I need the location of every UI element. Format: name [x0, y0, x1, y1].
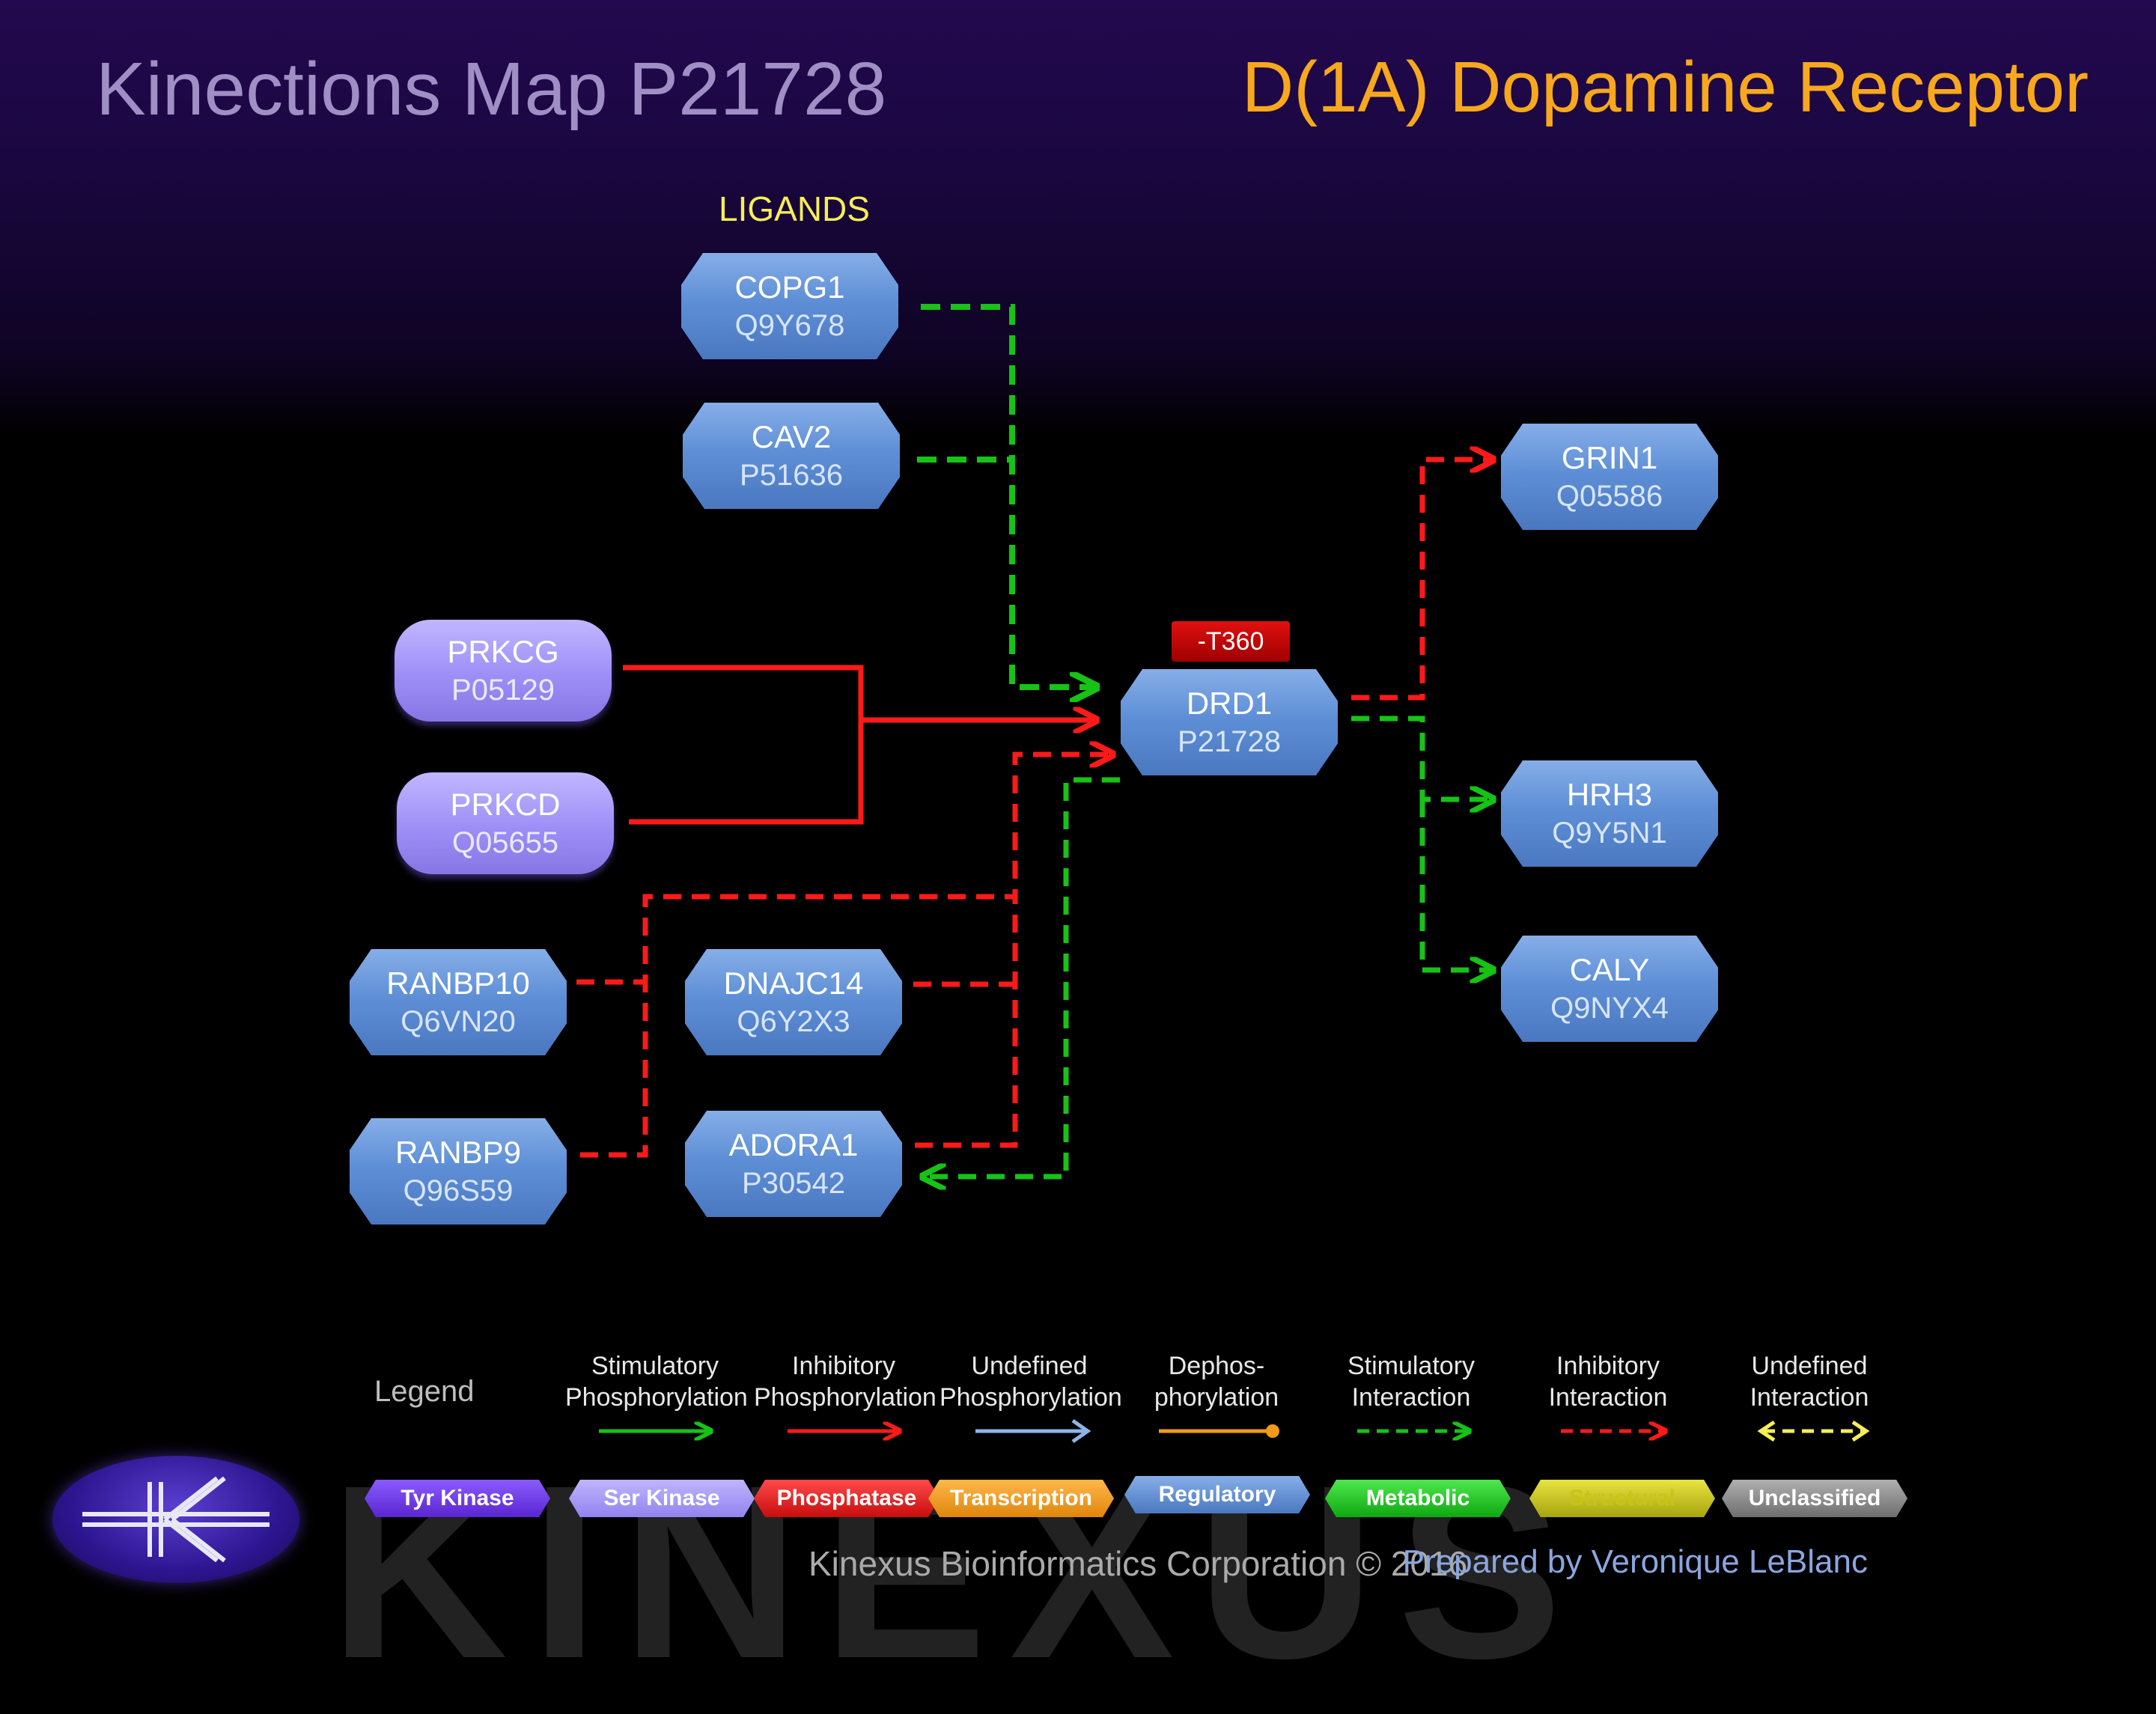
node-ranbp9[interactable]: RANBP9 Q96S59: [350, 1118, 567, 1224]
node-accession: P30542: [742, 1167, 845, 1200]
legend-dephos-label: Dephos- phorylation: [1127, 1350, 1306, 1413]
node-caly[interactable]: CALY Q9NYX4: [1501, 936, 1718, 1042]
node-ranbp10[interactable]: RANBP10 Q6VN20: [350, 949, 567, 1055]
legend-line2: Interaction: [1351, 1383, 1471, 1412]
footer-prepared-by: Prepared by Veronique LeBlanc: [1402, 1543, 1868, 1580]
legend-line2: phorylation: [1154, 1383, 1279, 1412]
legend-cat-transcription: Transcription: [928, 1480, 1114, 1517]
protein-title: D(1A) Dopamine Receptor: [1241, 47, 2089, 127]
node-prkcg[interactable]: PRKCG P05129: [395, 620, 612, 722]
node-name: DNAJC14: [723, 966, 864, 1001]
legend-line1: Undefined: [1751, 1352, 1868, 1380]
legend-line1: Stimulatory: [591, 1352, 719, 1380]
node-name: GRIN1: [1561, 440, 1658, 475]
legend-cat-ser-kinase: Ser Kinase: [569, 1480, 755, 1517]
legend-inhib-phos-label: Inhibitory Phosphorylation: [754, 1350, 937, 1413]
legend-inhib-int-label: Inhibitory Interaction: [1518, 1350, 1698, 1413]
legend-line1: Dephos-: [1168, 1352, 1265, 1380]
footer-corporation: Kinexus Bioinformatics Corporation © 201…: [808, 1544, 1468, 1583]
legend-arrowhead-undef-phos: [1071, 1418, 1091, 1444]
edge-prkcd-drd1: [629, 720, 864, 825]
legend-line1: Inhibitory: [1556, 1352, 1660, 1380]
legend-line1: Stimulatory: [1347, 1352, 1476, 1380]
legend-undef-int-label: Undefined Interaction: [1720, 1350, 1899, 1413]
node-name: RANBP9: [395, 1135, 522, 1170]
node-name: RANBP10: [386, 966, 530, 1001]
node-accession: Q9Y5N1: [1552, 817, 1667, 850]
legend-stim-int-label: Stimulatory Interaction: [1321, 1350, 1501, 1413]
node-name: CALY: [1569, 952, 1650, 987]
node-accession: Q9NYX4: [1550, 992, 1669, 1025]
node-accession: Q05655: [451, 826, 559, 859]
edge-adora1-drd1: [915, 897, 1018, 1148]
node-name: DRD1: [1186, 686, 1273, 721]
phosphosite-badge[interactable]: -T360: [1172, 621, 1290, 662]
legend-undef-phos-label: Undefined Phosphorylation: [940, 1350, 1122, 1413]
node-accession: Q05586: [1556, 480, 1663, 513]
node-accession: Q96S59: [403, 1174, 514, 1207]
edge-drd1-adora1: [922, 777, 1120, 1177]
node-prkcd[interactable]: PRKCD Q05655: [397, 772, 614, 874]
node-accession: P21728: [1178, 725, 1281, 758]
legend-label: Legend: [374, 1375, 475, 1408]
node-name: PRKCD: [450, 787, 561, 822]
map-title: Kinections Map P21728: [96, 47, 887, 131]
edge-drd1-hrh3: [1351, 716, 1493, 799]
legend-dot-dephos: [1266, 1424, 1279, 1438]
node-name: PRKCG: [447, 634, 559, 669]
node-accession: P51636: [740, 459, 843, 492]
legend-line2: Interaction: [1750, 1383, 1869, 1412]
node-name: ADORA1: [728, 1127, 859, 1162]
legend-arrowhead-undef-int-right: [1851, 1420, 1870, 1442]
node-drd1[interactable]: DRD1 P21728: [1121, 669, 1338, 775]
node-dnajc14[interactable]: DNAJC14 Q6Y2X3: [685, 949, 902, 1055]
edge-prkcg-drd1: [623, 665, 1097, 720]
legend-cat-tyr-kinase: Tyr Kinase: [365, 1480, 550, 1517]
node-name: HRH3: [1566, 777, 1653, 812]
legend-stim-phos-label: Stimulatory Phosphorylation: [565, 1350, 748, 1413]
node-accession: Q9Y678: [734, 309, 845, 342]
legend-arrowhead-undef-int-left: [1757, 1420, 1776, 1442]
legend-line2: Interaction: [1548, 1383, 1668, 1412]
legend-cat-phosphatase: Phosphatase: [754, 1480, 940, 1517]
edge-copg1-drd1: [921, 304, 1097, 687]
legend-line1: Undefined: [971, 1352, 1088, 1380]
node-cav2[interactable]: CAV2 P51636: [683, 403, 900, 509]
node-name: CAV2: [751, 419, 832, 454]
node-grin1[interactable]: GRIN1 Q05586: [1501, 424, 1718, 530]
node-accession: Q6Y2X3: [737, 1005, 850, 1038]
edges-layer: [576, 304, 1870, 1444]
node-copg1[interactable]: COPG1 Q9Y678: [681, 253, 898, 359]
edge-drd1-grin1: [1351, 460, 1493, 701]
legend-cat-unclassified: Unclassified: [1722, 1480, 1907, 1517]
node-accession: P05129: [451, 674, 555, 707]
kinexus-logo-icon: [82, 1476, 270, 1563]
legend-cat-regulatory: Regulatory: [1124, 1476, 1310, 1513]
node-adora1[interactable]: ADORA1 P30542: [685, 1111, 902, 1217]
legend-line2: Phosphorylation: [565, 1383, 748, 1412]
legend-cat-metabolic: Metabolic: [1325, 1480, 1511, 1517]
legend-line1: Inhibitory: [792, 1352, 895, 1380]
ligands-label: LIGANDS: [719, 189, 870, 228]
edge-drd1-caly: [1419, 799, 1493, 970]
kinexus-logo: [52, 1456, 299, 1583]
legend-line2: Phosphorylation: [754, 1383, 937, 1412]
node-accession: Q6VN20: [401, 1005, 516, 1038]
legend-cat-structural: Structural: [1529, 1480, 1715, 1517]
legend-line2: Phosphorylation: [940, 1383, 1122, 1412]
node-name: COPG1: [734, 269, 845, 305]
node-hrh3[interactable]: HRH3 Q9Y5N1: [1501, 760, 1718, 867]
